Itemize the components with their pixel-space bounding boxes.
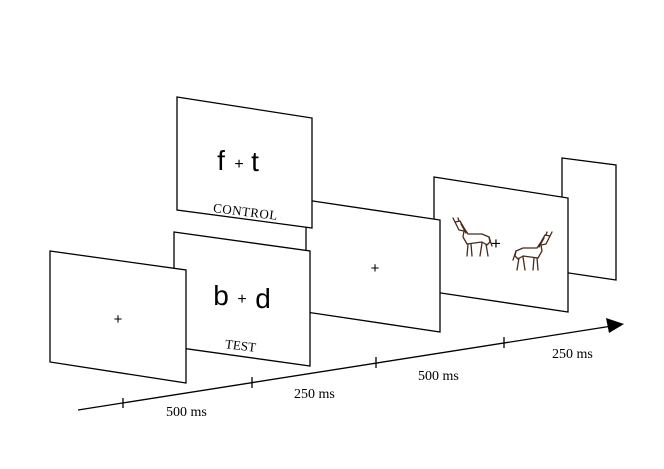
fixation-cross: + [371, 260, 380, 277]
timeline-axis [77, 325, 613, 411]
fixation-cross: + [114, 311, 123, 328]
final-frame [561, 157, 617, 281]
test-stimulus-left: b [213, 280, 229, 311]
control-frame: f + t CONTROL [176, 96, 313, 229]
test-stimulus-plus: + [237, 291, 246, 308]
fixation-frame-2: + [305, 199, 441, 333]
duration-label-1: 500 ms [166, 405, 207, 420]
duration-label-3: 500 ms [418, 369, 459, 384]
duration-label-2: 250 ms [294, 387, 335, 402]
test-frame: b + d TEST [173, 231, 311, 367]
timeline-arrowhead [606, 318, 624, 333]
fixation-frame-1: + [49, 250, 187, 384]
test-label: TEST [224, 336, 257, 355]
picture-plus: + [491, 234, 501, 253]
control-stimulus-right: t [251, 146, 259, 177]
timeline: 500 ms 250 ms 500 ms 250 ms [77, 318, 624, 420]
control-stimulus-plus: + [234, 156, 243, 173]
duration-label-4: 250 ms [552, 347, 593, 362]
test-stimulus-right: d [255, 283, 271, 314]
donkey-icon [512, 231, 553, 271]
picture-frame: + [433, 176, 569, 313]
donkey-icon [452, 217, 493, 257]
control-stimulus-left: f [217, 145, 225, 176]
